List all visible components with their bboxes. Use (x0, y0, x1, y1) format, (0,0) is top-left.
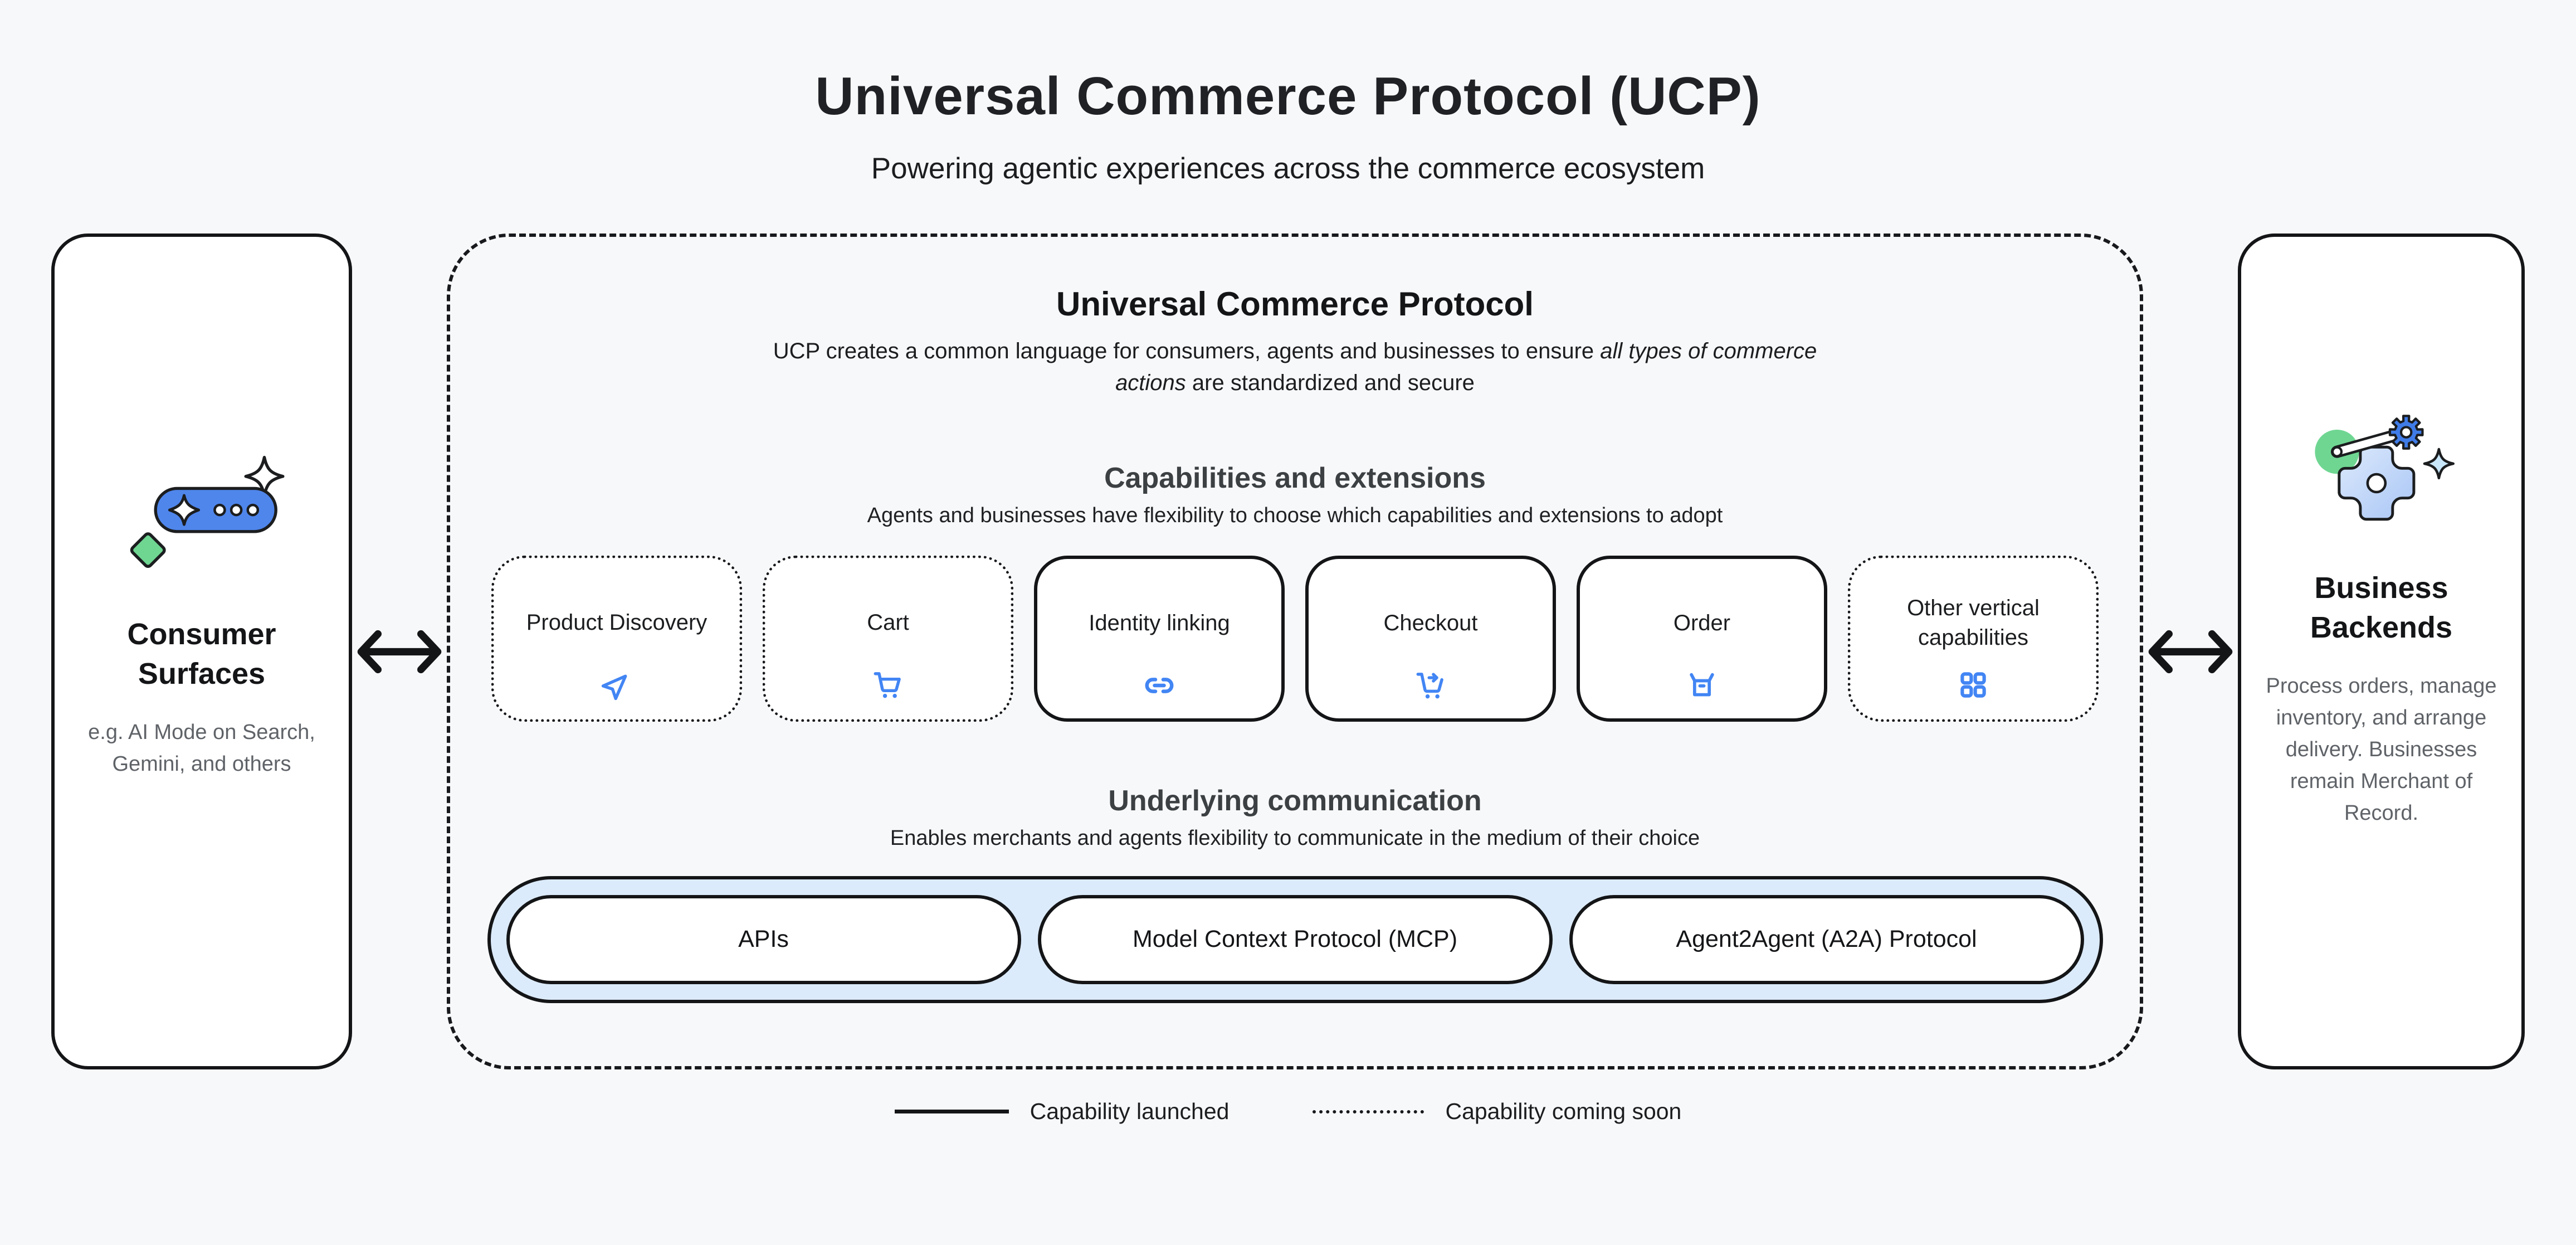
capability-order: Order (1577, 555, 1827, 722)
business-backends-title: Business Backends (2310, 571, 2453, 644)
right-arrow-zone (2143, 620, 2238, 684)
protocol-pill-apis: APIs (506, 894, 1021, 984)
legend-launched-label: Capability launched (1030, 1098, 1230, 1124)
communication-band: APIs Model Context Protocol (MCP) Agent2… (487, 876, 2103, 1003)
capabilities-section-subtitle: Agents and businesses have flexibility t… (867, 503, 1723, 527)
ucp-desc-before: UCP creates a common language for consum… (773, 339, 1601, 363)
capability-product-discovery: Product Discovery (491, 555, 742, 722)
capability-label: Identity linking (1089, 611, 1230, 636)
business-backends-card: Business Backends Process orders, manage… (2238, 234, 2525, 1069)
dotted-line-swatch (1313, 1110, 1424, 1113)
double-arrow-icon (2148, 630, 2233, 673)
capability-label: Checkout (1383, 611, 1478, 636)
ucp-panel: Universal Commerce Protocol UCP creates … (447, 234, 2143, 1069)
capability-checkout: Checkout (1305, 555, 1556, 722)
send-icon (601, 674, 627, 700)
page-title: Universal Commerce Protocol (UCP) (815, 66, 1761, 126)
capabilities-row: Product Discovery Cart (491, 555, 2099, 722)
capability-label: Order (1673, 611, 1731, 636)
capability-identity-linking: Identity linking (1034, 555, 1285, 722)
consumer-surfaces-title: Consumer Surfaces (127, 617, 276, 690)
page-subtitle: Powering agentic experiences across the … (871, 152, 1705, 185)
legend-item-launched: Capability launched (894, 1098, 1230, 1125)
capability-cart: Cart (763, 555, 1013, 722)
ucp-desc-after: are standardized and secure (1185, 370, 1475, 395)
ucp-desc-italic: all types of commerce actions (1115, 339, 1817, 395)
capabilities-section-title: Capabilities and extensions (1104, 461, 1486, 494)
consumer-surfaces-card: Consumer Surfaces e.g. AI Mode on Search… (51, 234, 352, 1069)
legend-coming-soon-label: Capability coming soon (1445, 1098, 1682, 1124)
chat-sparkle-icon (110, 450, 294, 576)
capability-label: Cart (867, 610, 909, 635)
communication-section-title: Underlying communication (1108, 784, 1482, 817)
capability-label: Other vertical capabilities (1907, 595, 2040, 650)
consumer-surfaces-description: e.g. AI Mode on Search, Gemini, and othe… (88, 720, 315, 776)
communication-section-subtitle: Enables merchants and agents flexibility… (890, 826, 1700, 850)
grid-icon (1960, 672, 1986, 698)
business-backends-description: Process orders, manage inventory, and ar… (2266, 674, 2497, 825)
left-arrow-zone (352, 620, 447, 684)
ucp-panel-title: Universal Commerce Protocol (1056, 285, 1534, 323)
main-row: Consumer Surfaces e.g. AI Mode on Search… (0, 234, 2576, 1069)
double-arrow-icon (357, 630, 442, 673)
legend-item-coming-soon: Capability coming soon (1313, 1098, 1681, 1125)
solid-line-swatch (894, 1110, 1009, 1113)
cart-icon (874, 672, 901, 698)
link-icon (1145, 677, 1174, 693)
protocol-pill-mcp: Model Context Protocol (MCP) (1037, 894, 1553, 984)
capability-other-vertical: Other vertical capabilities (1848, 555, 2099, 722)
legend: Capability launched Capability coming so… (0, 1098, 2576, 1125)
capability-label: Product Discovery (526, 610, 708, 635)
header: Universal Commerce Protocol (UCP) Poweri… (0, 0, 2576, 186)
cart-checkout-icon (1416, 672, 1443, 698)
gears-icon (2292, 401, 2471, 529)
protocol-pill-a2a: Agent2Agent (A2A) Protocol (1569, 894, 2084, 984)
order-box-icon (1690, 673, 1714, 696)
ucp-panel-description: UCP creates a common language for consum… (744, 335, 1847, 399)
